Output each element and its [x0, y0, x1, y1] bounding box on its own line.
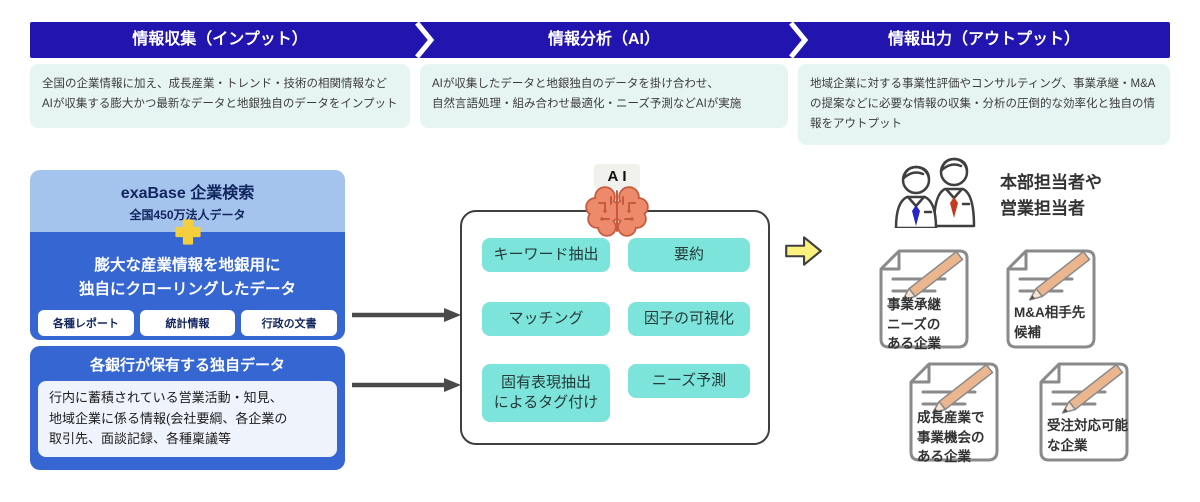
document-label: 成長産業で 事業機会の ある企業: [917, 410, 985, 465]
data-source-tags: 各種レポート 統計情報 行政の文書: [30, 302, 345, 337]
block-arrow-right-icon: [782, 230, 824, 277]
document-pencil-icon: [879, 249, 969, 349]
arrow-right-icon: [350, 307, 462, 323]
document-pencil-icon: [1006, 249, 1096, 349]
brain-icon: [585, 185, 649, 242]
bank-data-body: 行内に蓄積されている営業活動・知見、 地域企業に係る情報(会社要綱、各企業の 取…: [38, 381, 337, 457]
flow-step-1-description: 全国の企業情報に加え、成長産業・トレンド・技術の相関情報など AIが収集する膨大…: [30, 64, 410, 128]
document-label: M&A相手先 候補: [1014, 305, 1086, 340]
tag-gov-documents: 行政の文書: [241, 310, 338, 337]
bank-data-title: 各銀行が保有する独自データ: [89, 357, 285, 374]
tag-reports: 各種レポート: [38, 310, 134, 337]
bank-data-box: 各銀行が保有する独自データ 行内に蓄積されている営業活動・知見、 地域企業に係る…: [30, 346, 345, 470]
tag-statistics: 統計情報: [139, 310, 236, 337]
output-document-succession: 事業承継 ニーズの ある企業: [873, 245, 983, 355]
ai-function-ner-tagging: 固有表現抽出 によるタグ付け: [482, 364, 610, 422]
ai-functions-box: キーワード抽出 要約 マッチング 因子の可視化 固有表現抽出 によるタグ付け ニ…: [460, 210, 770, 445]
chevron-right-icon: [412, 21, 438, 63]
ai-label: AI: [594, 164, 640, 189]
flow-step-1-title: 情報収集（インプット）: [132, 31, 308, 48]
audience-label: 本部担当者や 営業担当者: [1000, 173, 1102, 219]
document-label: 受注対応可能 な企業: [1047, 418, 1128, 453]
output-document-growth-industry: 成長産業で 事業機会の ある企業: [903, 358, 1013, 468]
ai-function-needs-prediction: ニーズ予測: [628, 364, 750, 398]
flow-step-3-description: 地域企業に対する事業性評価やコンサルティング、事業承継・M&A の提案などに必要…: [798, 64, 1170, 146]
flow-step-3-title: 情報出力（アウトプット）: [887, 31, 1080, 48]
crawl-data-title: 膨大な産業情報を地銀用に 独自にクローリングしたデータ: [78, 257, 296, 299]
businesspersons-icon: [886, 156, 992, 233]
arrow-right-icon: [350, 377, 462, 393]
exabase-subtitle: 全国450万法人データ: [129, 208, 246, 222]
document-label: 事業承継 ニーズの ある企業: [887, 297, 941, 352]
ai-function-summary: 要約: [628, 238, 750, 272]
flow-step-2-title: 情報分析（AI）: [547, 31, 660, 48]
exabase-data-box: exaBase 企業検索 全国450万法人データ 膨大な産業情報を地銀用に 独自…: [30, 170, 345, 340]
output-document-ma-partner: M&A相手先 候補: [1000, 245, 1110, 355]
exabase-title: exaBase 企業検索: [120, 185, 255, 202]
plus-icon: [174, 218, 202, 251]
flow-step-2-description: AIが収集したデータと地銀独自のデータを掛け合わせ、 自然言語処理・組み合わせ最…: [420, 64, 788, 128]
document-pencil-icon: [909, 362, 999, 462]
ai-function-factor-visualization: 因子の可視化: [628, 302, 750, 336]
chevron-right-icon: [786, 21, 812, 63]
output-document-order-capable: 受注対応可能 な企業: [1033, 358, 1143, 468]
exabase-crawl-section: 膨大な産業情報を地銀用に 独自にクローリングしたデータ 各種レポート 統計情報 …: [30, 219, 345, 340]
document-pencil-icon: [1039, 362, 1129, 462]
exabase-header: exaBase 企業検索 全国450万法人データ: [30, 170, 345, 232]
ai-function-keyword-extraction: キーワード抽出: [482, 238, 610, 272]
flow-header-bar: 情報収集（インプット） 情報分析（AI） 情報出力（アウトプット）: [30, 21, 1170, 59]
ai-function-matching: マッチング: [482, 302, 610, 336]
